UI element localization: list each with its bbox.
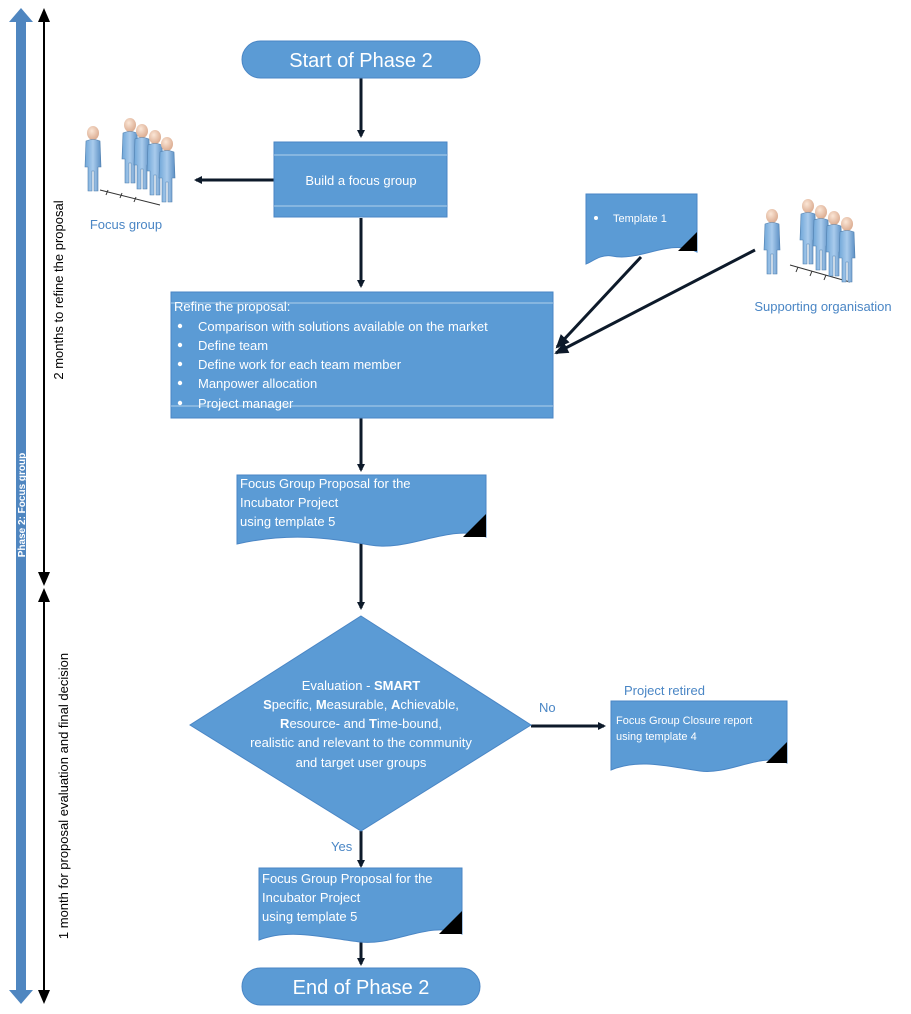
- template1-doc: Template 1: [585, 193, 698, 265]
- no-label: No: [539, 700, 556, 715]
- proposal1-line: using template 5: [240, 514, 335, 529]
- refine-item: Define team: [198, 338, 268, 353]
- evaluation-line3: Resource- and Time-bound,: [280, 716, 442, 731]
- template1-label: Template 1: [613, 213, 667, 225]
- people-group-icon: [84, 117, 176, 206]
- refine-item: Manpower allocation: [198, 376, 317, 391]
- refine-node: Refine the proposal: Comparison with sol…: [170, 291, 554, 419]
- arrow-template-to-refine: [555, 255, 643, 349]
- evaluation-line4: realistic and relevant to the community: [250, 735, 472, 750]
- proposal-doc-1: Focus Group Proposal for the Incubator P…: [236, 474, 487, 547]
- build-label: Build a focus group: [305, 173, 416, 188]
- retired-title: Project retired: [624, 683, 705, 698]
- people-group-icon: [763, 198, 856, 283]
- evaluation-line1: Evaluation - SMART: [302, 678, 421, 693]
- proposal2-line: Focus Group Proposal for the: [262, 871, 433, 886]
- timeline-bottom: 1 month for proposal evaluation and fina…: [38, 588, 71, 1004]
- start-label: Start of Phase 2: [289, 50, 432, 72]
- refine-item: Comparison with solutions available on t…: [198, 319, 488, 334]
- phase-bar: Phase 2: Focus group: [9, 8, 33, 1004]
- focus-group-label: Focus group: [90, 217, 162, 232]
- proposal2-line: Incubator Project: [262, 890, 361, 905]
- arrow-supporting-to-refine: [554, 248, 756, 355]
- end-label: End of Phase 2: [293, 977, 430, 999]
- timeline-top-label: 2 months to refine the proposal: [51, 200, 66, 379]
- refine-item: Define work for each team member: [198, 357, 402, 372]
- supporting-label: Supporting organisation: [754, 299, 891, 314]
- yes-label: Yes: [331, 839, 353, 854]
- timeline-top: 2 months to refine the proposal: [38, 8, 66, 586]
- retired-line: Focus Group Closure report: [616, 715, 752, 727]
- evaluation-line2: Specific, Measurable, Achievable,: [263, 697, 459, 712]
- build-node: Build a focus group: [273, 141, 448, 218]
- proposal-doc-2: Focus Group Proposal for the Incubator P…: [258, 867, 463, 943]
- proposal1-line: Incubator Project: [240, 495, 339, 510]
- proposal2-line: using template 5: [262, 909, 357, 924]
- phase-bar-label: Phase 2: Focus group: [17, 453, 28, 557]
- retired-doc: Focus Group Closure report using templat…: [610, 700, 788, 772]
- proposal1-line: Focus Group Proposal for the: [240, 476, 411, 491]
- evaluation-prefix: Evaluation -: [302, 678, 374, 693]
- evaluation-node: Evaluation - SMART Specific, Measurable,…: [189, 615, 532, 832]
- refine-list: Comparison with solutions available on t…: [177, 319, 488, 411]
- evaluation-line5: and target user groups: [296, 755, 427, 770]
- start-node: Start of Phase 2: [241, 40, 481, 79]
- retired-line: using template 4: [616, 731, 697, 743]
- refine-title: Refine the proposal:: [174, 299, 290, 314]
- refine-item: Project manager: [198, 396, 294, 411]
- evaluation-smart: SMART: [374, 678, 420, 693]
- timeline-bottom-label: 1 month for proposal evaluation and fina…: [56, 653, 71, 939]
- end-node: End of Phase 2: [241, 967, 481, 1006]
